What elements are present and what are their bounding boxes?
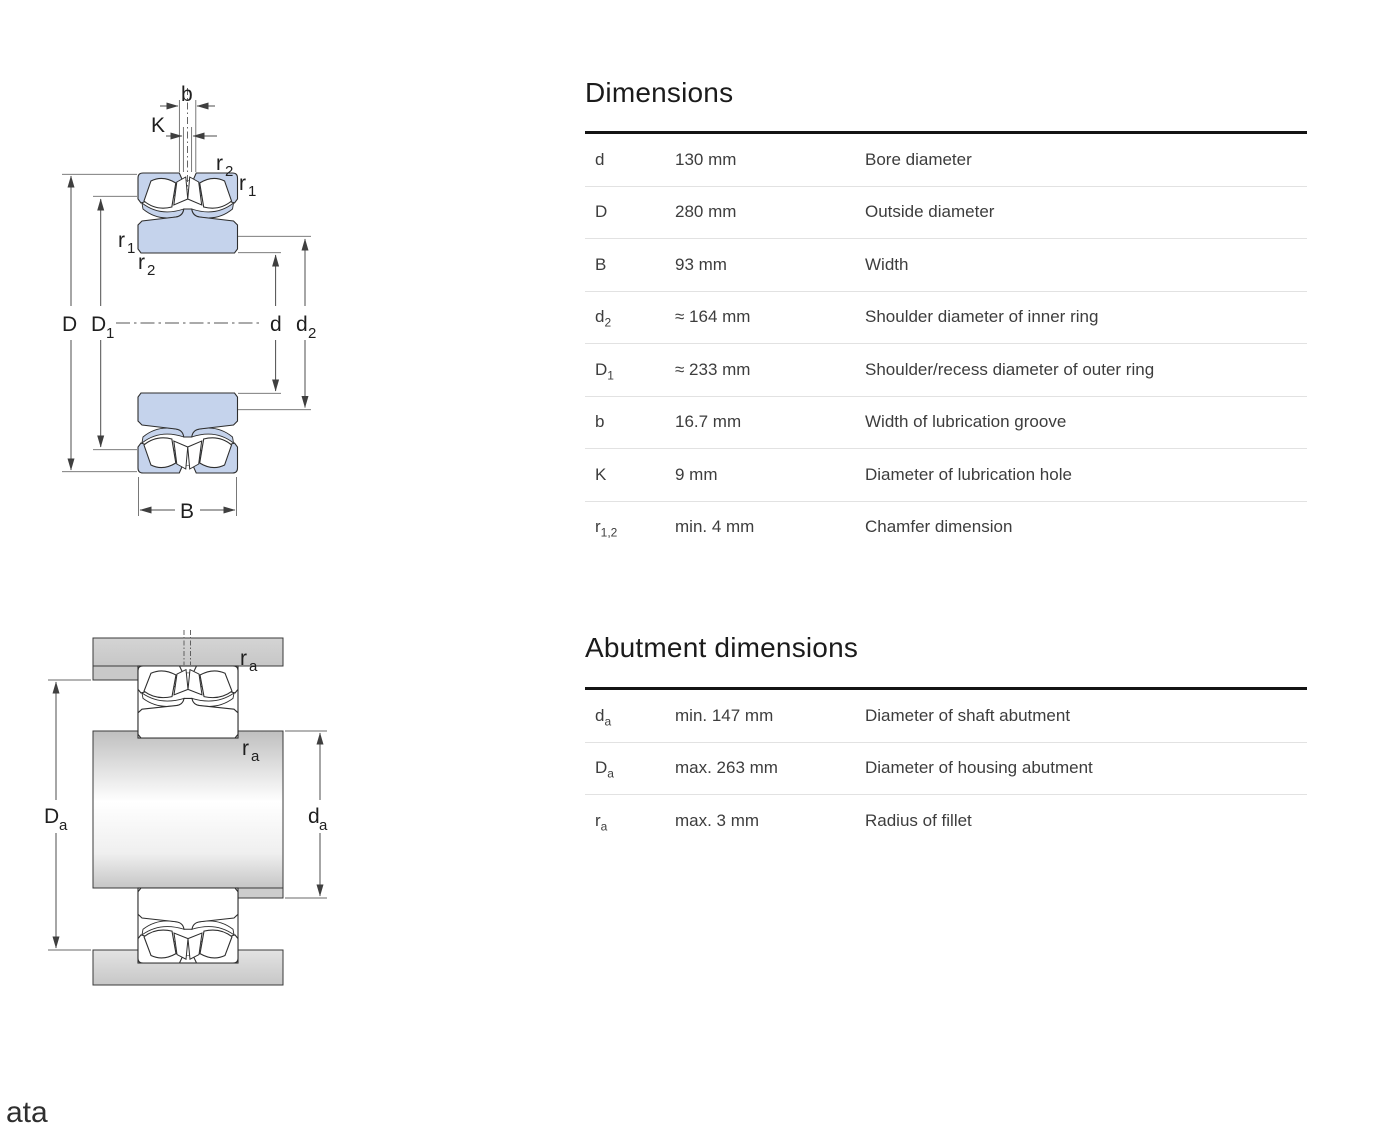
table-row: K 9 mm Diameter of lubrication hole <box>585 449 1307 502</box>
figure1-labels: b K r 2 r 1 r 1 r 2 D D 1 d d 2 B <box>62 83 316 523</box>
abutment-dimensions-section: Abutment dimensions da min. 147 mm Diame… <box>585 633 1307 847</box>
dimension-label-b: b <box>181 83 193 106</box>
dimension-description: Outside diameter <box>865 202 995 222</box>
dimension-symbol: da <box>595 705 612 729</box>
mounted-bearing <box>137 665 239 964</box>
dimensions-section-title: Dimensions <box>585 77 734 108</box>
svg-text:1: 1 <box>248 183 256 200</box>
dimension-label-K: K <box>151 114 165 137</box>
dimension-description: Shoulder diameter of inner ring <box>865 307 1099 327</box>
dimension-label-B: B <box>180 500 194 523</box>
svg-text:2: 2 <box>308 325 316 342</box>
dimension-description: Diameter of shaft abutment <box>865 705 1071 725</box>
dimension-value: 93 mm <box>675 254 727 274</box>
dimension-symbol: B <box>595 254 607 274</box>
dimension-label-r2-top: r <box>216 152 223 175</box>
dimension-symbol: d <box>595 149 605 169</box>
dimensions-section: Dimensions d 130 mm Bore diameter D 280 … <box>585 60 1307 553</box>
dimension-description: Width of lubrication groove <box>865 412 1067 432</box>
dimension-value: 130 mm <box>675 149 737 169</box>
shaft-shoulder <box>237 887 284 899</box>
cropped-bottom-text: ata <box>6 1096 48 1129</box>
dimension-label-r1-left: r <box>118 229 125 252</box>
dimension-value: ≈ 164 mm <box>675 307 751 327</box>
abutment-section-title: Abutment dimensions <box>585 632 859 663</box>
dimension-symbol: Da <box>595 758 614 781</box>
extension-lines <box>62 173 311 516</box>
dimensions-table: d 130 mm Bore diameter D 280 mm Outside … <box>585 131 1307 553</box>
table-row: d2 ≈ 164 mm Shoulder diameter of inner r… <box>585 292 1307 344</box>
dimension-symbol: d2 <box>595 307 612 330</box>
dimension-symbol: D1 <box>595 359 614 383</box>
dimension-value: max. 263 mm <box>675 758 778 778</box>
dimension-value: 16.7 mm <box>675 412 742 432</box>
dimension-label-ra-top: r <box>240 647 247 670</box>
table-row: D 280 mm Outside diameter <box>585 187 1307 239</box>
dimension-description: Radius of fillet <box>865 810 972 830</box>
table-row: Da max. 263 mm Diameter of housing abutm… <box>585 743 1307 795</box>
svg-text:a: a <box>319 817 328 834</box>
dimension-description: Diameter of lubrication hole <box>865 464 1072 484</box>
table-row: da min. 147 mm Diameter of shaft abutmen… <box>585 690 1307 743</box>
dimension-description: Bore diameter <box>865 149 972 169</box>
table-row: b 16.7 mm Width of lubrication groove <box>585 397 1307 449</box>
dimension-symbol: K <box>595 464 607 484</box>
abutment-dimension-lines <box>52 681 324 949</box>
figure2-labels: r a r a D a d a <box>44 647 328 834</box>
dimension-symbol: ra <box>595 810 608 834</box>
housing-shoulder <box>92 665 139 681</box>
dimension-description: Chamfer dimension <box>865 517 1013 537</box>
svg-text:a: a <box>249 658 258 675</box>
dimension-label-da: d <box>308 805 320 828</box>
dimension-description: Width <box>865 254 909 274</box>
dimension-label-d2: d <box>296 313 308 336</box>
svg-text:2: 2 <box>147 262 155 279</box>
dimension-value: min. 147 mm <box>675 705 774 725</box>
dimension-value: 280 mm <box>675 202 737 222</box>
dimension-description: Shoulder/recess diameter of outer ring <box>865 359 1155 379</box>
lubrication-hole-lines <box>183 630 191 665</box>
dimension-label-D: D <box>62 313 77 336</box>
svg-text:1: 1 <box>106 325 114 342</box>
table-row: r1,2 min. 4 mm Chamfer dimension <box>585 502 1307 554</box>
dimension-value: ≈ 233 mm <box>675 359 751 379</box>
housing-top-block <box>92 637 284 667</box>
dimension-label-r1-top: r <box>239 172 246 195</box>
dimension-label-d: d <box>270 313 282 336</box>
dimension-symbol: b <box>595 412 605 432</box>
table-row: ra max. 3 mm Radius of fillet <box>585 795 1307 847</box>
table-row: D1 ≈ 233 mm Shoulder/recess diameter of … <box>585 344 1307 397</box>
abutment-extension-lines <box>48 679 327 951</box>
bearing-mounting-figure: r a r a D a d a <box>44 630 328 986</box>
svg-text:2: 2 <box>225 163 233 180</box>
svg-text:a: a <box>59 817 68 834</box>
dimension-label-D1: D <box>91 313 106 336</box>
dimension-label-Da: D <box>44 805 59 828</box>
bearing-cross-section-figure: b K r 2 r 1 r 1 r 2 D D 1 d d 2 B <box>62 83 316 523</box>
dimension-value: min. 4 mm <box>675 517 755 537</box>
dimension-description: Diameter of housing abutment <box>865 758 1093 778</box>
dimension-symbol: r1,2 <box>595 517 618 540</box>
dimension-symbol: D <box>595 202 608 222</box>
svg-text:1: 1 <box>127 240 135 257</box>
dimension-label-r2-left: r <box>138 251 145 274</box>
dimension-label-ra-mid: r <box>242 737 249 760</box>
housing-and-shaft-blocks <box>92 637 284 986</box>
abutment-dimensions-table: da min. 147 mm Diameter of shaft abutmen… <box>585 687 1307 847</box>
dimension-value: max. 3 mm <box>675 810 760 830</box>
table-row: d 130 mm Bore diameter <box>585 134 1307 187</box>
svg-text:a: a <box>251 748 260 765</box>
table-row: B 93 mm Width <box>585 239 1307 292</box>
dimension-value: 9 mm <box>675 464 718 484</box>
dimension-lines <box>67 175 309 514</box>
